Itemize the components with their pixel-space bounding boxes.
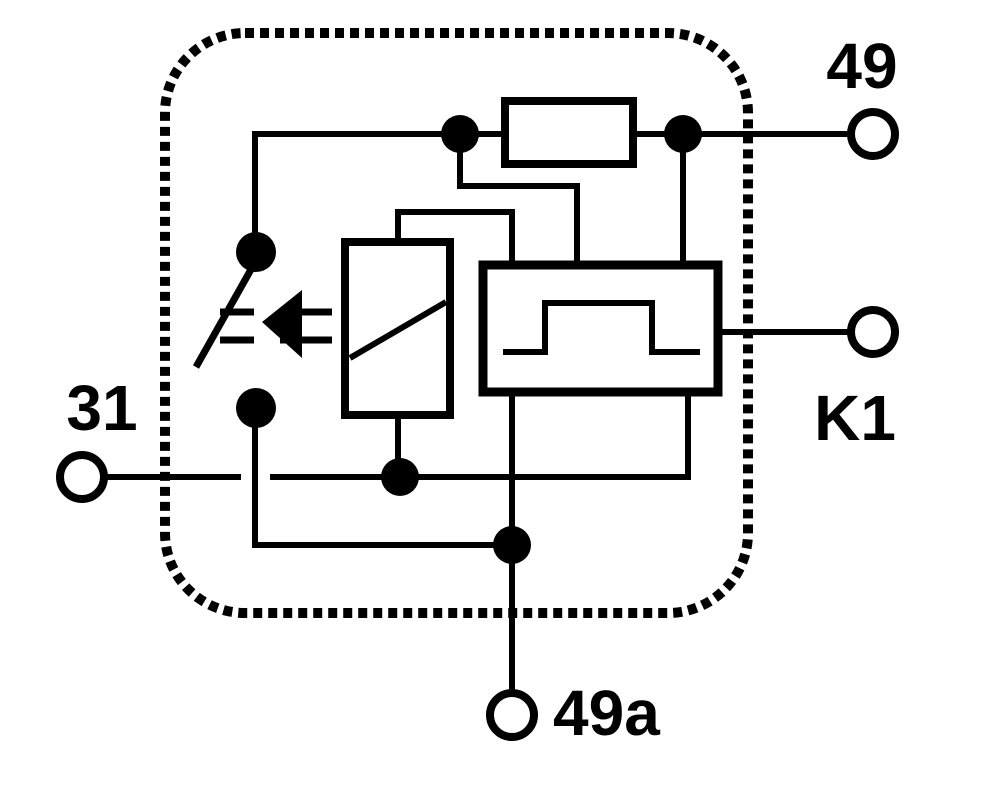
terminal-49-label: 49	[826, 30, 897, 102]
terminal-49-circle	[847, 108, 899, 160]
junctions	[236, 115, 702, 564]
wire-switch-lower	[252, 407, 515, 548]
relay-coil	[341, 238, 454, 419]
mechanical-link-icon	[220, 290, 332, 358]
timer-module	[478, 260, 723, 397]
switch-contact-lower	[236, 388, 276, 428]
pulse-waveform	[503, 300, 700, 355]
terminals	[56, 108, 899, 741]
wire-junction-to-timer	[457, 131, 580, 268]
terminal-k1-circle	[847, 306, 899, 358]
terminal-k1-label: K1	[814, 382, 896, 454]
resistor	[501, 97, 637, 168]
terminal-31-circle	[56, 451, 108, 503]
terminal-49a-circle	[486, 689, 538, 741]
module-boundary-dotted	[160, 28, 753, 618]
switch-contact-upper	[236, 232, 276, 272]
relay-switch	[192, 255, 332, 369]
junction-dot	[381, 458, 419, 496]
junction-dot	[441, 115, 479, 153]
timer-module-body	[478, 260, 723, 397]
junction-dot	[664, 115, 702, 153]
relay-coil-diagonal	[348, 299, 448, 361]
terminal-31-label: 31	[66, 372, 137, 444]
wire-coil-to-timer	[395, 209, 515, 268]
terminal-49a-label: 49a	[553, 677, 660, 749]
junction-dot	[493, 526, 531, 564]
